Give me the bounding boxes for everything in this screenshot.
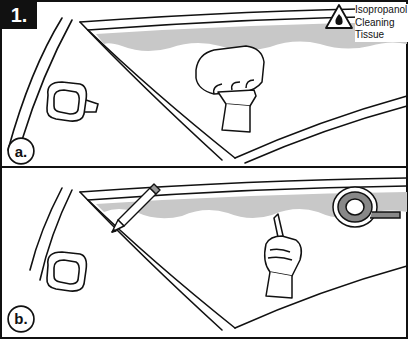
dashboard-lower (245, 106, 407, 163)
a-pillar-inner (88, 200, 235, 328)
flammable-warning-icon (326, 5, 352, 28)
hand-with-tissue (196, 46, 264, 132)
circle-outline (8, 138, 34, 164)
hand-with-applicator (265, 214, 302, 298)
step-number: 1. (1, 1, 37, 29)
panel-a-car (8, 8, 407, 163)
mirror (47, 252, 86, 291)
frame (1, 1, 407, 338)
pencil (112, 184, 160, 232)
panel-b-car (30, 178, 407, 330)
circle-outline (8, 306, 34, 332)
panel-letter: a. (7, 137, 35, 165)
door-frame-inner (22, 20, 72, 140)
step-number: 1. (11, 5, 28, 25)
panel-letter: a. (15, 144, 28, 159)
panel-letter: b. (7, 305, 35, 333)
dashboard-edge (235, 266, 407, 328)
warning-text: Isopropanol Cleaning Tissue (355, 4, 409, 42)
tape-roll (333, 187, 400, 227)
panel-divider (0, 166, 407, 168)
mirror (47, 82, 98, 121)
dashboard-edge (235, 96, 407, 158)
panel-letter: b. (14, 311, 27, 326)
